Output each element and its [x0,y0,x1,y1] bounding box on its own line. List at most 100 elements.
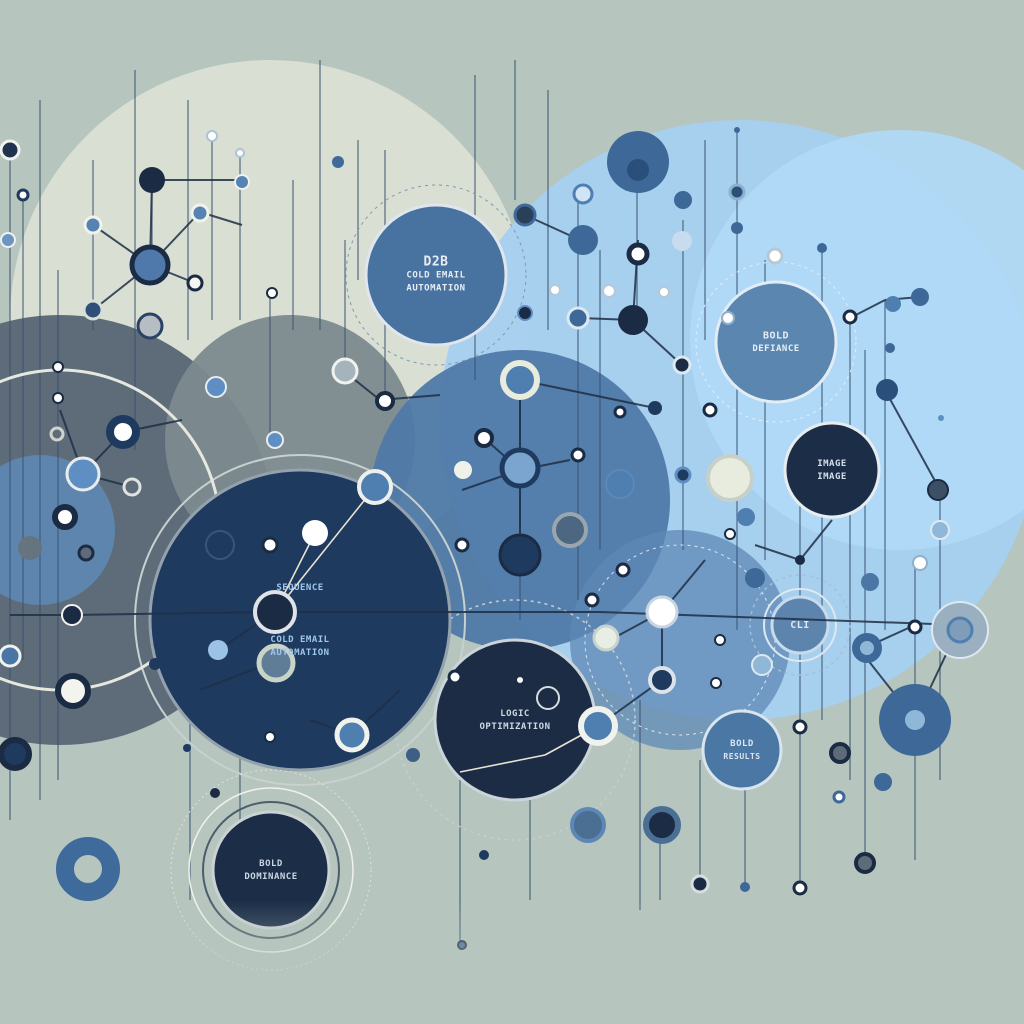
node-bold-defiance-label: DEFIANCE [752,344,799,354]
network-node-icon [905,710,925,730]
network-edge [754,544,801,561]
network-node-icon [578,706,618,746]
network-node-icon [266,287,278,299]
node-sequence-label: SEQUENCE [276,583,323,593]
decorative-ring [695,261,857,423]
network-node-icon [0,232,16,248]
network-edge [884,389,941,491]
network-node-icon [737,508,755,526]
decorative-ring [749,574,851,676]
node-bold-results-label: BOLD [730,739,754,749]
network-node-icon [136,312,164,340]
network-node-icon [570,807,606,843]
network-node-icon [885,296,901,312]
network-node-icon [52,504,78,530]
network-node-icon [500,360,540,400]
network-node-icon [208,640,228,660]
network-node-icon [592,624,620,652]
network-node-icon [498,533,542,577]
network-node-icon [792,880,808,896]
network-node-icon [724,528,736,540]
node-d2b-cold-email [364,203,508,347]
node-d2b-cold-email-label: D2B [424,255,449,270]
network-node-icon [16,188,30,202]
node-bold-defiance [714,280,838,404]
network-node-icon [122,477,142,497]
network-node-icon [82,299,104,321]
network-node-icon [745,568,765,588]
network-node-icon [751,654,773,676]
network-edge [71,611,276,616]
node-logic-optimization-label: LOGIC [500,709,530,719]
network-node-icon [861,573,879,591]
network-node-icon [734,127,740,133]
network-node-icon [674,191,692,209]
network-node-icon [55,673,91,709]
node-image-image [783,421,881,519]
network-node-icon [549,284,561,296]
network-node-icon [912,555,928,571]
network-node-icon [106,415,140,449]
network-node-icon [568,225,598,255]
network-node-icon [334,717,370,753]
network-node-icon [930,520,950,540]
network-node-icon [731,222,743,234]
network-node-icon [938,415,944,421]
network-node-icon [261,536,279,554]
network-node-icon [56,837,120,901]
background-blob [690,130,1024,550]
network-node-icon [911,288,929,306]
network-node-icon [210,788,220,798]
network-node-icon [605,469,635,499]
network-node-icon [706,454,754,502]
network-node-icon [474,428,494,448]
network-node-icon [406,748,420,762]
network-node-icon [205,530,235,560]
node-logic-optimization [433,638,597,802]
highlight-edge [459,754,546,773]
network-node-icon [714,634,726,646]
network-node-icon [690,874,710,894]
network-node-icon [572,183,594,205]
network-node-icon [927,479,949,501]
network-node-icon [190,203,210,223]
node-cli [770,595,830,655]
network-node-icon [235,148,245,158]
network-node-icon [615,562,631,578]
background-blob [570,530,790,750]
network-node-icon [49,426,65,442]
network-node-icon [129,244,171,286]
network-node-icon [643,806,681,844]
network-node-icon [795,555,805,565]
node-bold-results [701,709,783,791]
network-edge [519,379,656,409]
node-d2b-cold-email-label: COLD EMAIL [406,271,465,281]
network-node-icon [672,231,692,251]
network-node-icon [0,737,32,771]
network-node-icon [766,247,784,265]
network-node-icon [447,669,463,685]
network-node-icon [907,619,923,635]
network-node-icon [499,447,541,489]
network-node-icon [536,686,560,710]
network-node-icon [61,604,83,626]
network-node-icon [648,666,676,694]
network-node-icon [52,392,64,404]
network-node-icon [357,469,393,505]
network-node-icon [648,401,662,415]
decorative-ring [345,184,527,366]
network-node-icon [817,243,827,253]
network-node-icon [672,355,692,375]
network-node-icon [205,376,227,398]
node-sequence [148,468,452,772]
network-node-icon [0,644,22,668]
network-node-icon [854,852,876,874]
network-node-icon [721,311,735,325]
network-node-icon [946,616,974,644]
network-node-icon [658,286,670,298]
decorative-ring [763,588,837,662]
network-edge [799,519,833,561]
network-node-icon [266,431,284,449]
network-node-icon [264,731,276,743]
